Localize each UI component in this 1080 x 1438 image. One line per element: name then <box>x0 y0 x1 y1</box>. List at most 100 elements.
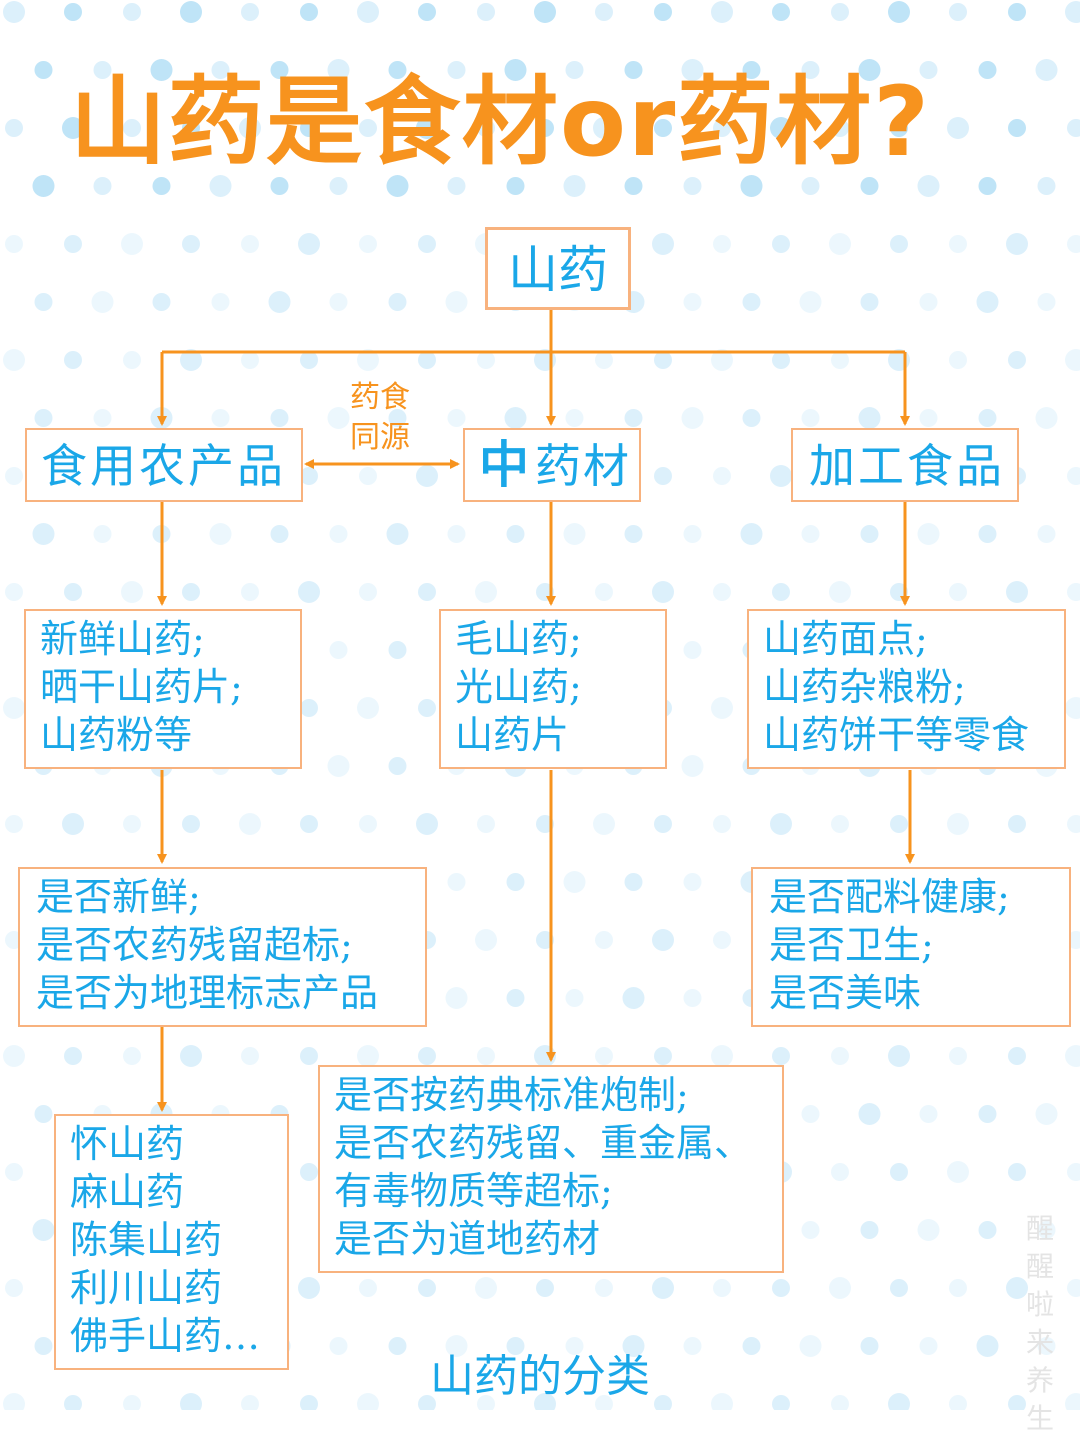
background-dot <box>477 1047 495 1065</box>
background-dot <box>740 523 763 545</box>
background-dot <box>1067 1279 1080 1297</box>
background-dot <box>62 813 84 835</box>
background-dot <box>772 1279 790 1297</box>
background-dot <box>270 409 289 427</box>
background-dot <box>978 525 997 543</box>
background-dot <box>860 525 879 543</box>
background-dot <box>418 3 436 21</box>
background-dot <box>1037 1221 1056 1239</box>
background-dot <box>1067 1163 1080 1181</box>
background-dot <box>300 699 318 717</box>
background-dot <box>890 235 908 253</box>
background-dot <box>152 177 171 195</box>
background-dot <box>418 351 436 369</box>
background-dot <box>1065 697 1080 719</box>
background-dot <box>652 233 674 255</box>
background-dot <box>504 407 527 429</box>
background-dot <box>858 407 881 429</box>
background-dot <box>1065 1 1080 23</box>
varieties-list: 怀山药 麻山药 陈集山药 利川山药 佛手山药… <box>70 1120 260 1360</box>
background-dot <box>34 409 53 427</box>
list-item: 怀山药 <box>70 1122 185 1166</box>
background-dot <box>919 1105 938 1123</box>
category-processed-food: 加工食品 <box>791 428 1019 502</box>
examples-list: 新鲜山药; 晒干山药片; 山药粉等 <box>40 615 243 759</box>
background-dot <box>949 1047 967 1065</box>
background-dot <box>418 1047 436 1065</box>
background-dot <box>595 1047 613 1065</box>
list-item: 山药片 <box>455 713 570 757</box>
background-dot <box>5 1163 23 1181</box>
background-dot <box>270 177 289 195</box>
background-dot <box>919 293 938 311</box>
background-dot <box>681 755 704 777</box>
background-dot <box>888 1393 910 1410</box>
background-dot <box>654 119 672 137</box>
background-dot <box>506 1337 525 1355</box>
background-dot <box>93 525 112 543</box>
background-dot <box>890 119 908 137</box>
background-dot <box>829 581 851 603</box>
background-dot <box>211 409 230 427</box>
background-dot <box>652 929 674 951</box>
background-dot <box>890 1163 908 1181</box>
background-dot <box>300 1395 318 1410</box>
background-dot <box>300 1163 318 1181</box>
background-dot <box>1008 1163 1026 1181</box>
background-dot <box>64 1047 82 1065</box>
background-dot <box>298 1277 320 1299</box>
background-dot <box>711 349 733 371</box>
background-dot <box>536 1279 554 1297</box>
background-dot <box>652 1277 674 1299</box>
criteria-list: 是否配料健康; 是否卫生; 是否美味 <box>769 873 1010 1017</box>
background-dot <box>93 409 112 427</box>
background-dot <box>711 1 733 23</box>
background-dot <box>123 351 141 369</box>
background-dot <box>1037 1337 1056 1355</box>
background-dot <box>919 61 938 79</box>
background-dot <box>713 931 731 949</box>
background-dot <box>300 1047 318 1065</box>
background-dot <box>241 1047 259 1065</box>
background-dot <box>711 1393 733 1410</box>
background-dot <box>357 1393 379 1410</box>
background-dot <box>241 351 259 369</box>
background-dot <box>477 815 495 833</box>
background-dot <box>34 1337 53 1355</box>
background-dot <box>329 1337 348 1355</box>
background-dot <box>654 467 672 485</box>
background-dot <box>949 351 967 369</box>
background-dot <box>624 409 643 427</box>
background-dot <box>978 1105 997 1123</box>
background-dot <box>563 523 586 545</box>
background-dot <box>1067 583 1080 601</box>
background-dot <box>770 465 792 487</box>
background-dot <box>357 1 379 23</box>
background-dot <box>300 351 318 369</box>
background-dot <box>5 235 23 253</box>
background-dot <box>209 175 232 197</box>
background-dot <box>34 61 53 79</box>
background-dot <box>978 177 997 195</box>
background-dot <box>624 525 643 543</box>
background-dot <box>329 525 348 543</box>
background-dot <box>34 293 53 311</box>
list-item: 利川山药 <box>70 1266 223 1310</box>
background-dot <box>713 119 731 137</box>
background-dot <box>1035 1103 1058 1125</box>
background-dot <box>182 583 200 601</box>
background-dot <box>180 1393 202 1410</box>
background-dot <box>359 1279 377 1297</box>
background-dot <box>386 175 409 197</box>
list-item: 山药粉等 <box>40 713 193 757</box>
background-dot <box>683 873 702 891</box>
background-dot <box>300 467 318 485</box>
background-dot <box>831 351 849 369</box>
background-dot <box>121 233 143 255</box>
background-dot <box>978 409 997 427</box>
background-dot <box>917 523 940 545</box>
background-dot <box>1067 815 1080 833</box>
background-dot <box>831 815 849 833</box>
background-dot <box>388 1337 407 1355</box>
background-dot <box>357 349 379 371</box>
